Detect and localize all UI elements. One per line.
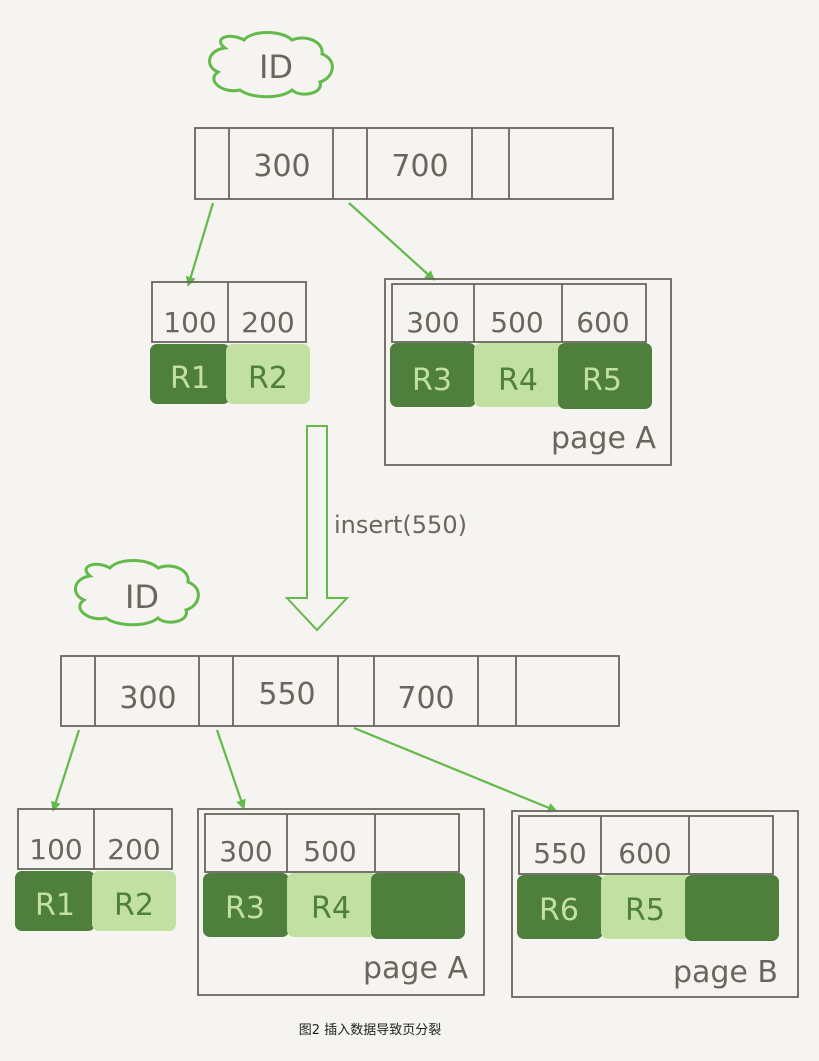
root-key: 300 xyxy=(253,149,310,184)
row-cell-light xyxy=(287,873,377,937)
root-key: 300 xyxy=(119,681,176,716)
leaf-key: 600 xyxy=(576,306,629,339)
row-cell-dark xyxy=(203,873,289,937)
leaf-key: 200 xyxy=(107,833,160,866)
row-cell-dark xyxy=(558,343,652,409)
row-label: R2 xyxy=(114,888,154,923)
row-cell-empty xyxy=(685,875,779,941)
pointer-arrow xyxy=(353,726,558,813)
row-cell-empty xyxy=(371,873,465,939)
row-label: R5 xyxy=(625,893,665,928)
row-cell-dark xyxy=(15,871,95,931)
row-cell-dark xyxy=(150,344,230,404)
leaf-node-bottom-2: 300 500 R3 R4 page A xyxy=(197,808,485,996)
leaf-key: 300 xyxy=(219,835,272,868)
row-cell-dark xyxy=(517,875,603,939)
leaf-key: 500 xyxy=(490,306,543,339)
row-label: R1 xyxy=(170,361,210,396)
leaf-key: 300 xyxy=(406,306,459,339)
page-frame xyxy=(384,278,672,466)
leaf-key: 500 xyxy=(303,835,356,868)
row-cell-light xyxy=(92,871,176,931)
page-frame xyxy=(511,810,799,998)
id-cloud-bottom: ID xyxy=(74,559,200,627)
page-frame xyxy=(197,808,485,996)
pointer-arrow xyxy=(215,729,246,810)
leaf-key: 100 xyxy=(163,306,216,339)
row-cell-light xyxy=(226,344,310,404)
leaf-key: 600 xyxy=(618,837,671,870)
id-cloud-top: ID xyxy=(208,31,334,99)
leaf-node-bottom-1: 100 200 R1 R2 xyxy=(15,808,176,931)
row-label: R3 xyxy=(412,363,452,398)
page-label: page B xyxy=(673,955,778,990)
root-key: 700 xyxy=(391,149,448,184)
pointer-arrow xyxy=(348,202,435,281)
leaf-node-bottom-3: 550 600 R6 R5 page B xyxy=(511,810,799,998)
root-node-bottom: 300 550 700 xyxy=(60,655,620,727)
leaf-key: 200 xyxy=(241,306,294,339)
leaf-key: 100 xyxy=(29,833,82,866)
row-label: R6 xyxy=(539,893,579,928)
root-key: 550 xyxy=(258,677,315,712)
pointer-arrow xyxy=(51,729,81,812)
root-node-top: 300 700 xyxy=(194,127,614,200)
transition-arrow xyxy=(284,425,350,632)
leaf-node-top-right: 300 500 600 R3 R4 R5 page A xyxy=(384,278,672,466)
leaf-node-top-left: 100 200 R1 R2 xyxy=(150,281,310,404)
root-key: 700 xyxy=(397,681,454,716)
row-cell-light xyxy=(601,875,691,939)
figure-caption: 图2 插入数据导致页分裂 xyxy=(298,1023,442,1038)
row-cell-dark xyxy=(390,343,476,407)
id-label-bottom: ID xyxy=(125,578,159,616)
page-label: page A xyxy=(551,421,656,456)
page-label: page A xyxy=(363,951,468,986)
leaf-key: 550 xyxy=(533,837,586,870)
row-label: R5 xyxy=(582,363,622,398)
row-label: R2 xyxy=(248,361,288,396)
row-label: R4 xyxy=(498,363,538,398)
row-cell-light xyxy=(474,343,564,407)
pointer-arrow xyxy=(185,202,215,287)
operation-label: insert(550) xyxy=(334,511,467,539)
row-label: R1 xyxy=(35,888,75,923)
row-label: R3 xyxy=(225,891,265,926)
row-label: R4 xyxy=(311,891,351,926)
id-label-top: ID xyxy=(259,48,293,86)
